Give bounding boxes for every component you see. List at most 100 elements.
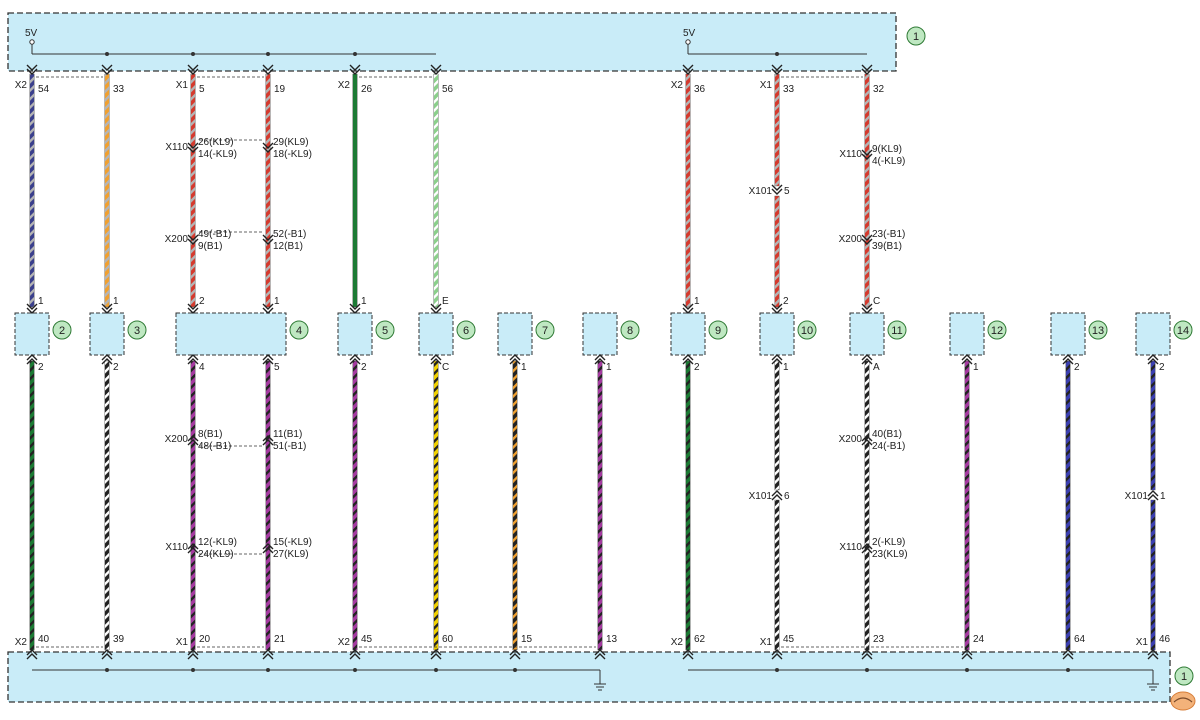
- inline-connector-marker: [262, 142, 274, 153]
- component-id: 9: [715, 325, 721, 337]
- module-pin-number: 45: [361, 634, 373, 645]
- component-id: 13: [1092, 325, 1104, 337]
- bus-junction: [513, 668, 517, 672]
- connector-pin-marker: [26, 649, 38, 660]
- inline-pin-label: 29(KL9): [273, 137, 309, 148]
- component-8: 8: [582, 312, 640, 356]
- module-id: 1: [1181, 671, 1187, 683]
- connector-pin-marker: [861, 64, 873, 75]
- component-pin-number: 2: [199, 296, 205, 307]
- ground-symbol: [594, 670, 606, 691]
- component-badge: [127, 320, 147, 340]
- inline-connector-marker: [861, 234, 873, 245]
- component-6: 6: [418, 312, 476, 356]
- inline-pin-label: 27(KL9): [273, 549, 309, 560]
- wire-bottom-w40: [29, 360, 35, 651]
- component-pin-marker: [861, 354, 873, 365]
- inline-connector-id: X101: [749, 491, 773, 502]
- inline-connector-marker: [187, 435, 199, 446]
- component-id: 6: [463, 325, 469, 337]
- module-pin-number: 54: [38, 84, 50, 95]
- wire-bottom-w46: [1150, 360, 1156, 491]
- connector-pin-marker: [101, 649, 113, 660]
- wire-top-w33b: [774, 73, 780, 187]
- inline-connector-marker: [262, 435, 274, 446]
- component-pin-number: 1: [361, 296, 367, 307]
- connector-pin-marker: [594, 649, 606, 660]
- module-pin-number: 40: [38, 634, 50, 645]
- component-5: 5: [337, 312, 395, 356]
- pin-labels: 5413315219126156E36133232C24023942052124…: [0, 80, 1171, 648]
- module-pin-number: 5: [199, 84, 205, 95]
- inline-pin-label: 5: [784, 186, 790, 197]
- connector-pin-marker: [262, 64, 274, 75]
- connector-markers: [26, 64, 1159, 660]
- wire-bottom-w46: [1150, 499, 1156, 651]
- wire-bottom-w24: [964, 360, 970, 651]
- inline-pin-label: 9(KL9): [872, 144, 902, 155]
- supply-label-right: 5V: [683, 28, 696, 39]
- module-pin-number: 21: [274, 634, 286, 645]
- module-pin-number: 15: [521, 634, 533, 645]
- connector-group-id: X2: [338, 80, 351, 91]
- component-pin-number: C: [873, 296, 880, 307]
- connector-group-id: X2: [338, 637, 351, 648]
- wire-top-w36: [685, 73, 691, 308]
- inline-connector-marker: [861, 435, 873, 446]
- inline-connector-id: X110: [165, 142, 188, 153]
- supply-label-left: 5V: [25, 28, 38, 39]
- component-id: 2: [59, 325, 65, 337]
- component-badge: [375, 320, 395, 340]
- inline-pin-label: 24(KL9): [198, 549, 234, 560]
- component-pin-marker: [26, 303, 38, 314]
- connector-pin-marker: [262, 649, 274, 660]
- wire-bottom-w60: [433, 360, 439, 651]
- inline-connector-id: X110: [165, 542, 188, 553]
- bus-junction: [353, 52, 357, 56]
- connector-pin-marker: [509, 649, 521, 660]
- inline-pin-label: 23(-B1): [872, 229, 905, 240]
- inline-connector-id: X200: [839, 434, 863, 445]
- wire-bottom-w62: [685, 360, 691, 651]
- bus-junction: [266, 52, 270, 56]
- module-pin-number: 19: [274, 84, 286, 95]
- inline-pin-label: 8(B1): [198, 429, 222, 440]
- inline-pin-label: 23(KL9): [872, 549, 908, 560]
- connector-pin-marker: [187, 649, 199, 660]
- inline-connector-id: X200: [165, 234, 189, 245]
- wire-top-w32: [864, 73, 870, 308]
- module-panel-top: [7, 12, 897, 72]
- component-pin-number: 2: [1159, 362, 1165, 373]
- connector-pin-marker: [682, 649, 694, 660]
- bus-junction: [105, 668, 109, 672]
- component-pin-marker: [101, 354, 113, 365]
- component-pin-marker: [594, 354, 606, 365]
- component-pin-number: 2: [361, 362, 367, 373]
- component-9: 9: [670, 312, 728, 356]
- component-pin-marker: [509, 354, 521, 365]
- bus-junction: [775, 52, 779, 56]
- connector-pin-marker: [349, 649, 361, 660]
- component-pin-marker: [1062, 354, 1074, 365]
- component-2: 2: [14, 312, 72, 356]
- component-pin-number: 1: [783, 362, 789, 373]
- component-badge: [535, 320, 555, 340]
- component-id: 14: [1177, 325, 1189, 337]
- module-pin-number: 13: [606, 634, 618, 645]
- wire-bottom-w64b: [1065, 360, 1071, 651]
- component-pin-marker: [430, 354, 442, 365]
- inline-connector-marker: [187, 543, 199, 554]
- component-pin-number: E: [442, 296, 449, 307]
- bus-junction: [775, 668, 779, 672]
- inline-pin-label: 49(-B1): [198, 229, 231, 240]
- inline-connector-id: X110: [839, 149, 862, 160]
- bus-junction: [191, 52, 195, 56]
- component-14: 14: [1135, 312, 1193, 356]
- wire-top-w19: [265, 73, 271, 308]
- inline-pin-label: 4(-KL9): [872, 156, 905, 167]
- component-pin-number: 1: [521, 362, 527, 373]
- component-badge: [797, 320, 817, 340]
- bus-junction: [105, 52, 109, 56]
- component-pin-marker: [961, 354, 973, 365]
